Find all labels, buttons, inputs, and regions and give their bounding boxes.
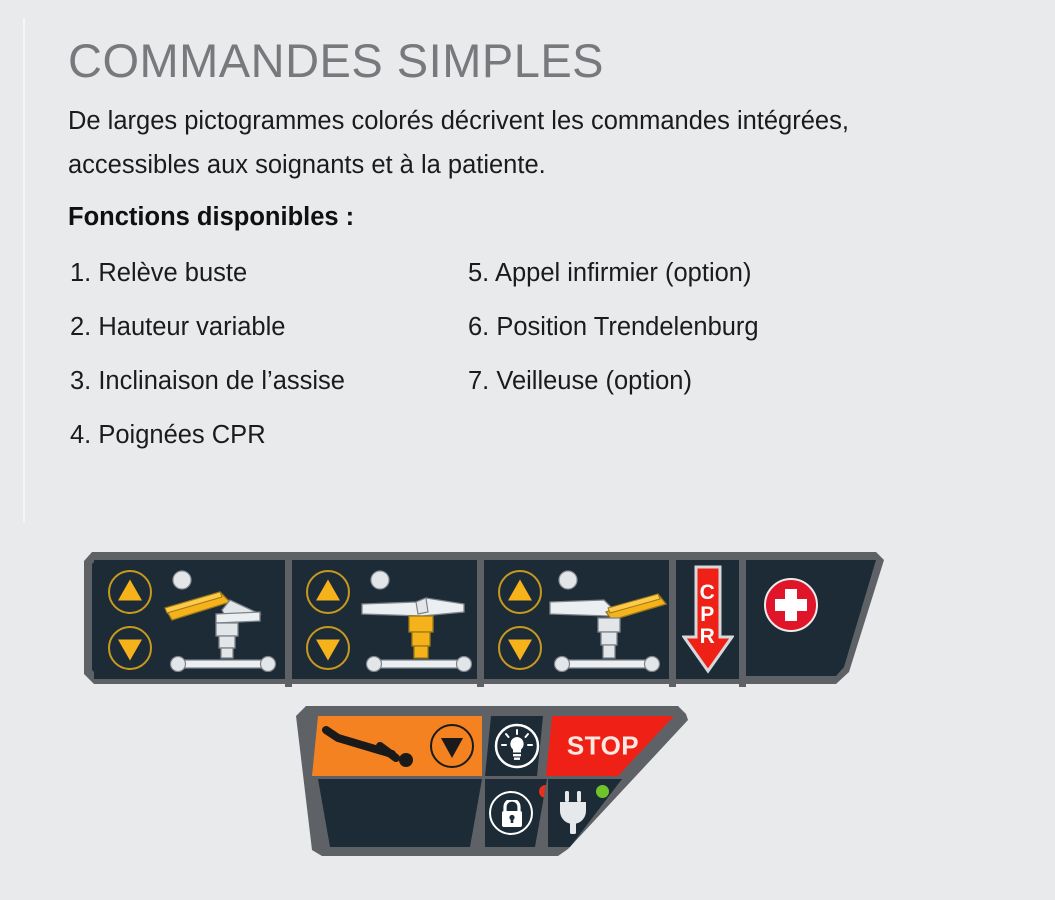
intro-paragraph: De larges pictogrammes colorés décrivent… — [68, 107, 849, 180]
seat-tilt-down-button[interactable] — [498, 626, 542, 670]
list-item: 3. Inclinaison de l’assise — [70, 367, 345, 396]
bed-backrest-raised-icon — [164, 570, 277, 672]
light-bulb-icon — [494, 723, 540, 769]
height-down-button[interactable] — [306, 626, 350, 670]
functions-left-column: 1. Relève buste 2. Hauteur variable 3. I… — [70, 246, 345, 462]
power-status-led-green — [596, 785, 609, 798]
functions-right-column: 5. Appel infirmier (option) 6. Position … — [468, 246, 759, 408]
lower-control-panel: STOP — [296, 706, 688, 858]
seat-tilt-button-group — [498, 570, 544, 670]
height-up-button[interactable] — [306, 570, 350, 614]
backrest-up-button[interactable] — [108, 570, 152, 614]
panel-cell-backrest — [94, 560, 285, 679]
list-item: 1. Relève buste — [70, 259, 248, 288]
lower-cell-blank — [318, 779, 482, 847]
list-item: 7. Veilleuse (option) — [468, 367, 692, 396]
cell-divider — [669, 552, 676, 687]
lower-cell-night-light[interactable] — [485, 716, 543, 776]
panel-cell-height — [292, 560, 477, 679]
bed-seat-tilt-icon — [549, 570, 668, 672]
control-panels-illustration: C P R — [0, 540, 1055, 870]
cell-divider — [285, 552, 292, 687]
red-cross-nurse-call-icon[interactable] — [764, 578, 818, 632]
left-divider-rule — [23, 18, 25, 523]
arrow-down-icon — [508, 639, 532, 661]
arrow-down-icon — [316, 639, 340, 661]
cpr-down-arrow-icon — [681, 565, 734, 674]
list-item: 2. Hauteur variable — [70, 313, 286, 342]
padlock-icon[interactable] — [489, 791, 533, 835]
cross-vertical-bar — [785, 589, 797, 621]
lower-cell-lock[interactable] — [485, 779, 547, 847]
seat-tilt-up-button[interactable] — [498, 570, 542, 614]
cell-divider — [477, 552, 484, 687]
backrest-down-button[interactable] — [108, 626, 152, 670]
arrow-up-icon — [118, 579, 142, 601]
functions-subtitle: Fonctions disponibles : — [68, 203, 355, 232]
list-item: 5. Appel infirmier (option) — [468, 259, 752, 288]
patient-head-down-icon — [322, 726, 413, 767]
arrow-down-circle-icon — [441, 738, 463, 758]
stop-button-label: STOP — [566, 730, 640, 761]
bed-height-adjust-icon — [361, 570, 473, 672]
panel-cell-seat-tilt — [484, 560, 669, 679]
arrow-down-icon — [118, 639, 142, 661]
lower-cell-power[interactable] — [548, 779, 622, 847]
functions-lists: 1. Relève buste 2. Hauteur variable 3. I… — [68, 246, 928, 456]
panel-cell-cpr[interactable]: C P R — [676, 560, 739, 679]
lower-cell-trendelenburg[interactable] — [312, 716, 482, 776]
cell-divider — [739, 552, 746, 687]
upper-control-panel: C P R — [84, 552, 884, 687]
trendelenburg-down-button[interactable] — [430, 724, 474, 768]
list-item: 4. Poignées CPR — [70, 421, 266, 450]
power-plug-icon — [560, 791, 586, 834]
page-title: COMMANDES SIMPLES — [68, 34, 605, 87]
arrow-up-icon — [508, 579, 532, 601]
backrest-button-group — [108, 570, 154, 670]
height-button-group — [306, 570, 352, 670]
text-content: COMMANDES SIMPLES De larges pictogrammes… — [68, 36, 928, 456]
arrow-up-icon — [316, 579, 340, 601]
list-item: 6. Position Trendelenburg — [468, 313, 759, 342]
lock-status-led-red — [539, 785, 547, 798]
padlock-glyph — [502, 800, 522, 827]
